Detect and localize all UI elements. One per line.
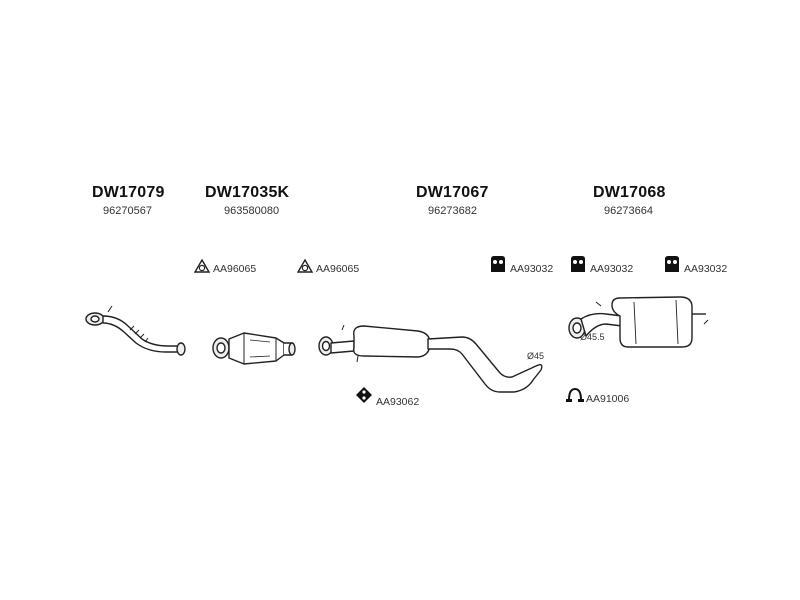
middle-silencer-drawing	[318, 324, 543, 393]
hanger-icon	[356, 387, 372, 403]
fitting-label-hanger: AA93062	[376, 396, 420, 408]
tailpipe-diameter-label: Ø45.5	[580, 332, 605, 342]
gasket-icon	[297, 259, 313, 273]
rubber-mount-icon	[571, 256, 585, 272]
rear-silencer-drawing	[568, 296, 709, 348]
fitting-label-clamp: AA91006	[586, 393, 630, 405]
assembly-code-catalyst: DW17035K	[205, 184, 290, 201]
pipe-diameter-label: Ø45	[527, 351, 545, 361]
fitting-label-gasket-1: AA96065	[213, 263, 257, 275]
assembly-code-front-pipe: DW17079	[92, 184, 165, 201]
rubber-mount-icon	[665, 256, 679, 272]
assembly-number-rear-silencer: 96273664	[604, 205, 653, 217]
rubber-mount-icon	[491, 256, 505, 272]
fitting-label-gasket-2: AA96065	[316, 263, 360, 275]
assembly-number-catalyst: 963580080	[224, 205, 280, 217]
gasket-icon	[194, 259, 210, 273]
assembly-number-middle-silencer: 96273682	[428, 205, 477, 217]
front-pipe-drawing	[85, 305, 186, 356]
assembly-number-front-pipe: 96270567	[103, 205, 152, 217]
assembly-code-middle-silencer: DW17067	[416, 184, 489, 201]
catalyst-drawing	[212, 332, 296, 365]
assembly-code-rear-silencer: DW17068	[593, 184, 666, 201]
fitting-label-mount-2: AA93032	[590, 263, 634, 275]
fitting-label-mount-1: AA93032	[510, 263, 554, 275]
clamp-icon	[566, 387, 584, 402]
fitting-label-mount-3: AA93032	[684, 263, 728, 275]
